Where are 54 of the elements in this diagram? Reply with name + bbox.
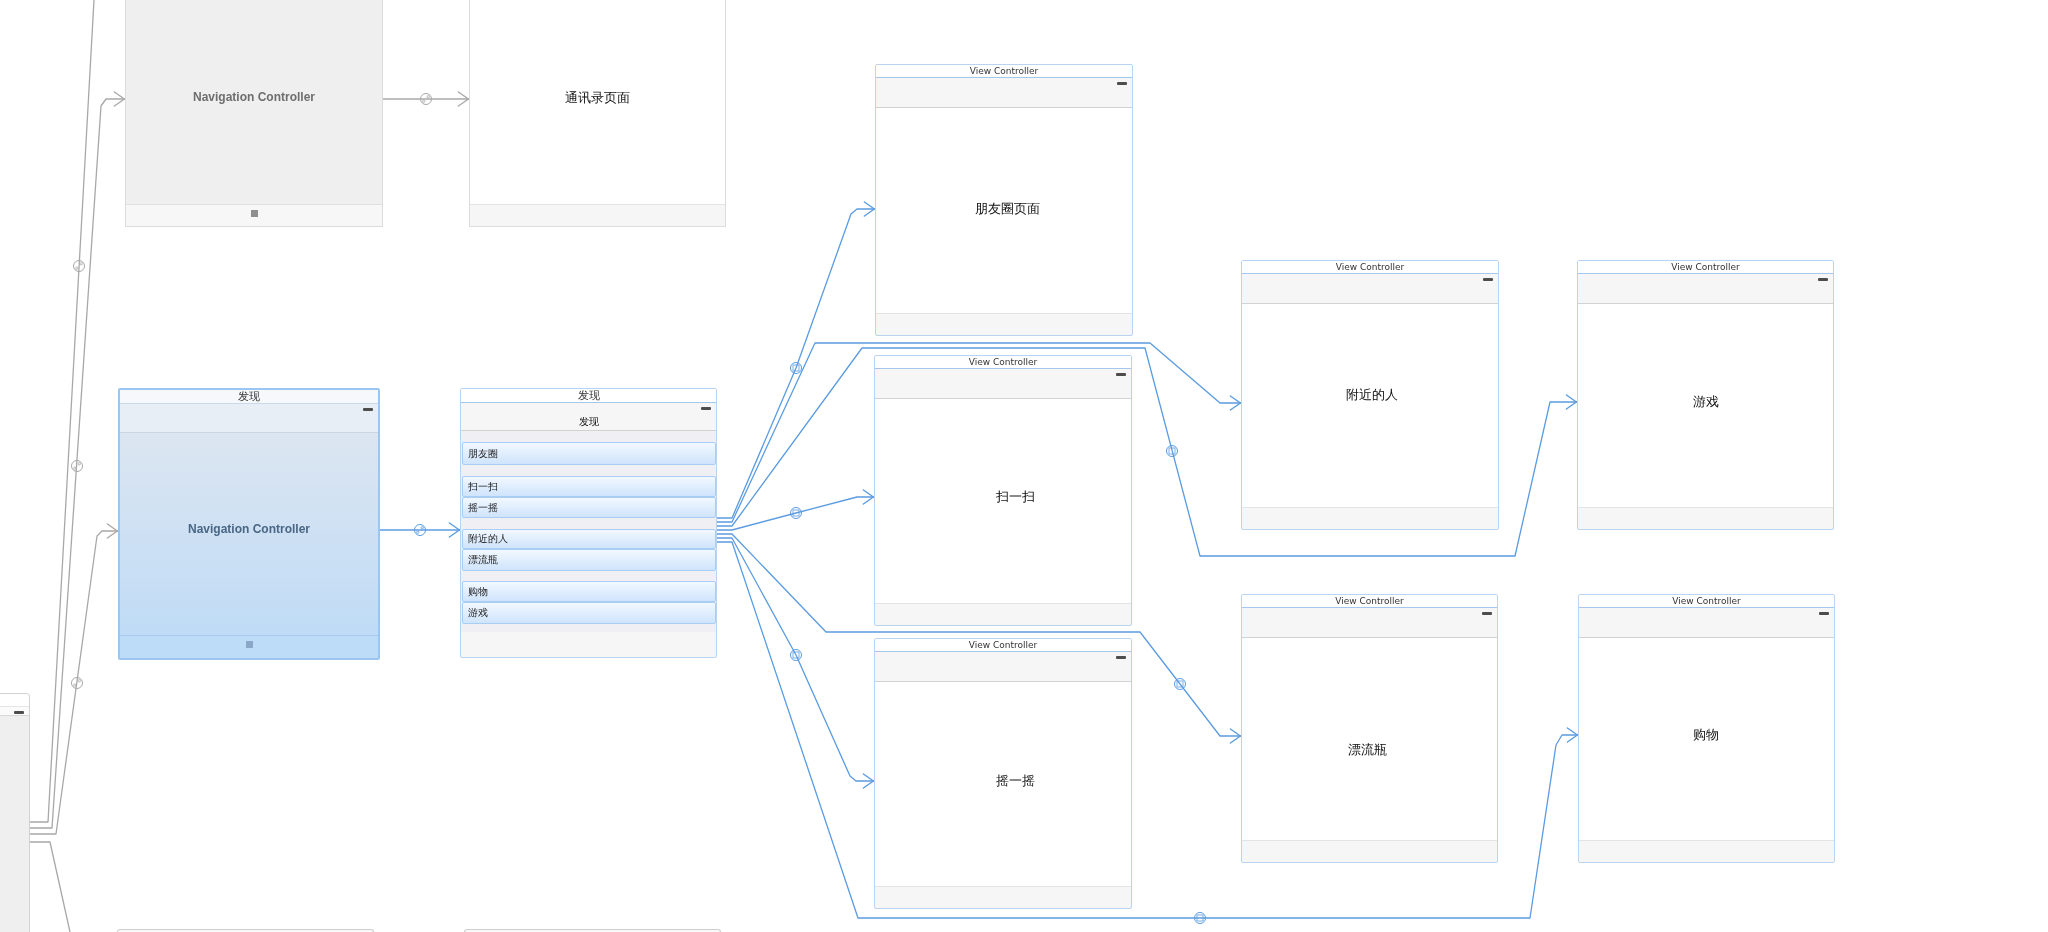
scene-frame bbox=[875, 64, 1133, 336]
title-bar: View Controller bbox=[875, 356, 1131, 369]
screen-label: 漂流瓶 bbox=[1347, 742, 1387, 758]
scene-frame bbox=[1241, 594, 1498, 863]
arrow bbox=[382, 91, 470, 107]
scene-frame bbox=[125, 0, 383, 227]
table-cell: 扫一扫 bbox=[462, 476, 716, 497]
scene-frame bbox=[1241, 260, 1499, 530]
scene-frame bbox=[1577, 260, 1834, 530]
screen-label: 附近的人 bbox=[1346, 387, 1398, 403]
title-bar: View Controller bbox=[1578, 261, 1833, 274]
arrow bbox=[716, 537, 875, 789]
table-cell: 游戏 bbox=[462, 602, 716, 624]
arrow bbox=[716, 533, 1242, 744]
connector-line bbox=[29, 841, 71, 932]
scene-frame bbox=[469, 0, 726, 227]
scene-frame bbox=[117, 929, 374, 932]
table-cell: 购物 bbox=[462, 581, 716, 602]
arrow bbox=[29, 91, 126, 829]
arrow bbox=[379, 522, 461, 538]
screen-label: 扫一扫 bbox=[995, 489, 1035, 505]
arrow bbox=[716, 342, 1242, 523]
table-cell: 附近的人 bbox=[462, 529, 716, 549]
arrow bbox=[716, 489, 875, 531]
connector-line bbox=[29, 0, 95, 823]
arrow bbox=[716, 201, 876, 519]
screen-label: 通讯录页面 bbox=[564, 90, 630, 106]
arrow bbox=[716, 541, 1579, 919]
scene-frame bbox=[1578, 594, 1835, 863]
nav-title: 发现 bbox=[578, 415, 599, 429]
table-cell: 摇一摇 bbox=[462, 497, 716, 518]
screen-label: 朋友圈页面 bbox=[974, 201, 1040, 217]
scene-frame bbox=[0, 693, 30, 932]
title-bar: 发现 bbox=[461, 389, 716, 403]
table-cell: 漂流瓶 bbox=[462, 549, 716, 571]
screen-label: 游戏 bbox=[1693, 394, 1719, 410]
title-bar: View Controller bbox=[876, 65, 1132, 78]
title-bar: View Controller bbox=[1242, 261, 1498, 274]
screen-label: 摇一摇 bbox=[995, 773, 1035, 789]
arrow bbox=[716, 347, 1578, 557]
title-bar: View Controller bbox=[1242, 595, 1497, 608]
screen-label: 购物 bbox=[1693, 727, 1719, 743]
scene-frame bbox=[460, 388, 717, 658]
arrow bbox=[29, 523, 119, 835]
title-bar: 发现 bbox=[120, 390, 378, 404]
controller-label: Navigation Controller bbox=[188, 523, 310, 537]
scene-frame bbox=[464, 929, 721, 932]
title-bar: View Controller bbox=[875, 639, 1131, 652]
table-cell: 朋友圈 bbox=[462, 442, 716, 465]
scene-frame bbox=[874, 355, 1132, 626]
controller-label: Navigation Controller bbox=[193, 91, 315, 105]
scene-frame bbox=[874, 638, 1132, 909]
scene-frame bbox=[118, 388, 380, 660]
title-bar: View Controller bbox=[1579, 595, 1834, 608]
